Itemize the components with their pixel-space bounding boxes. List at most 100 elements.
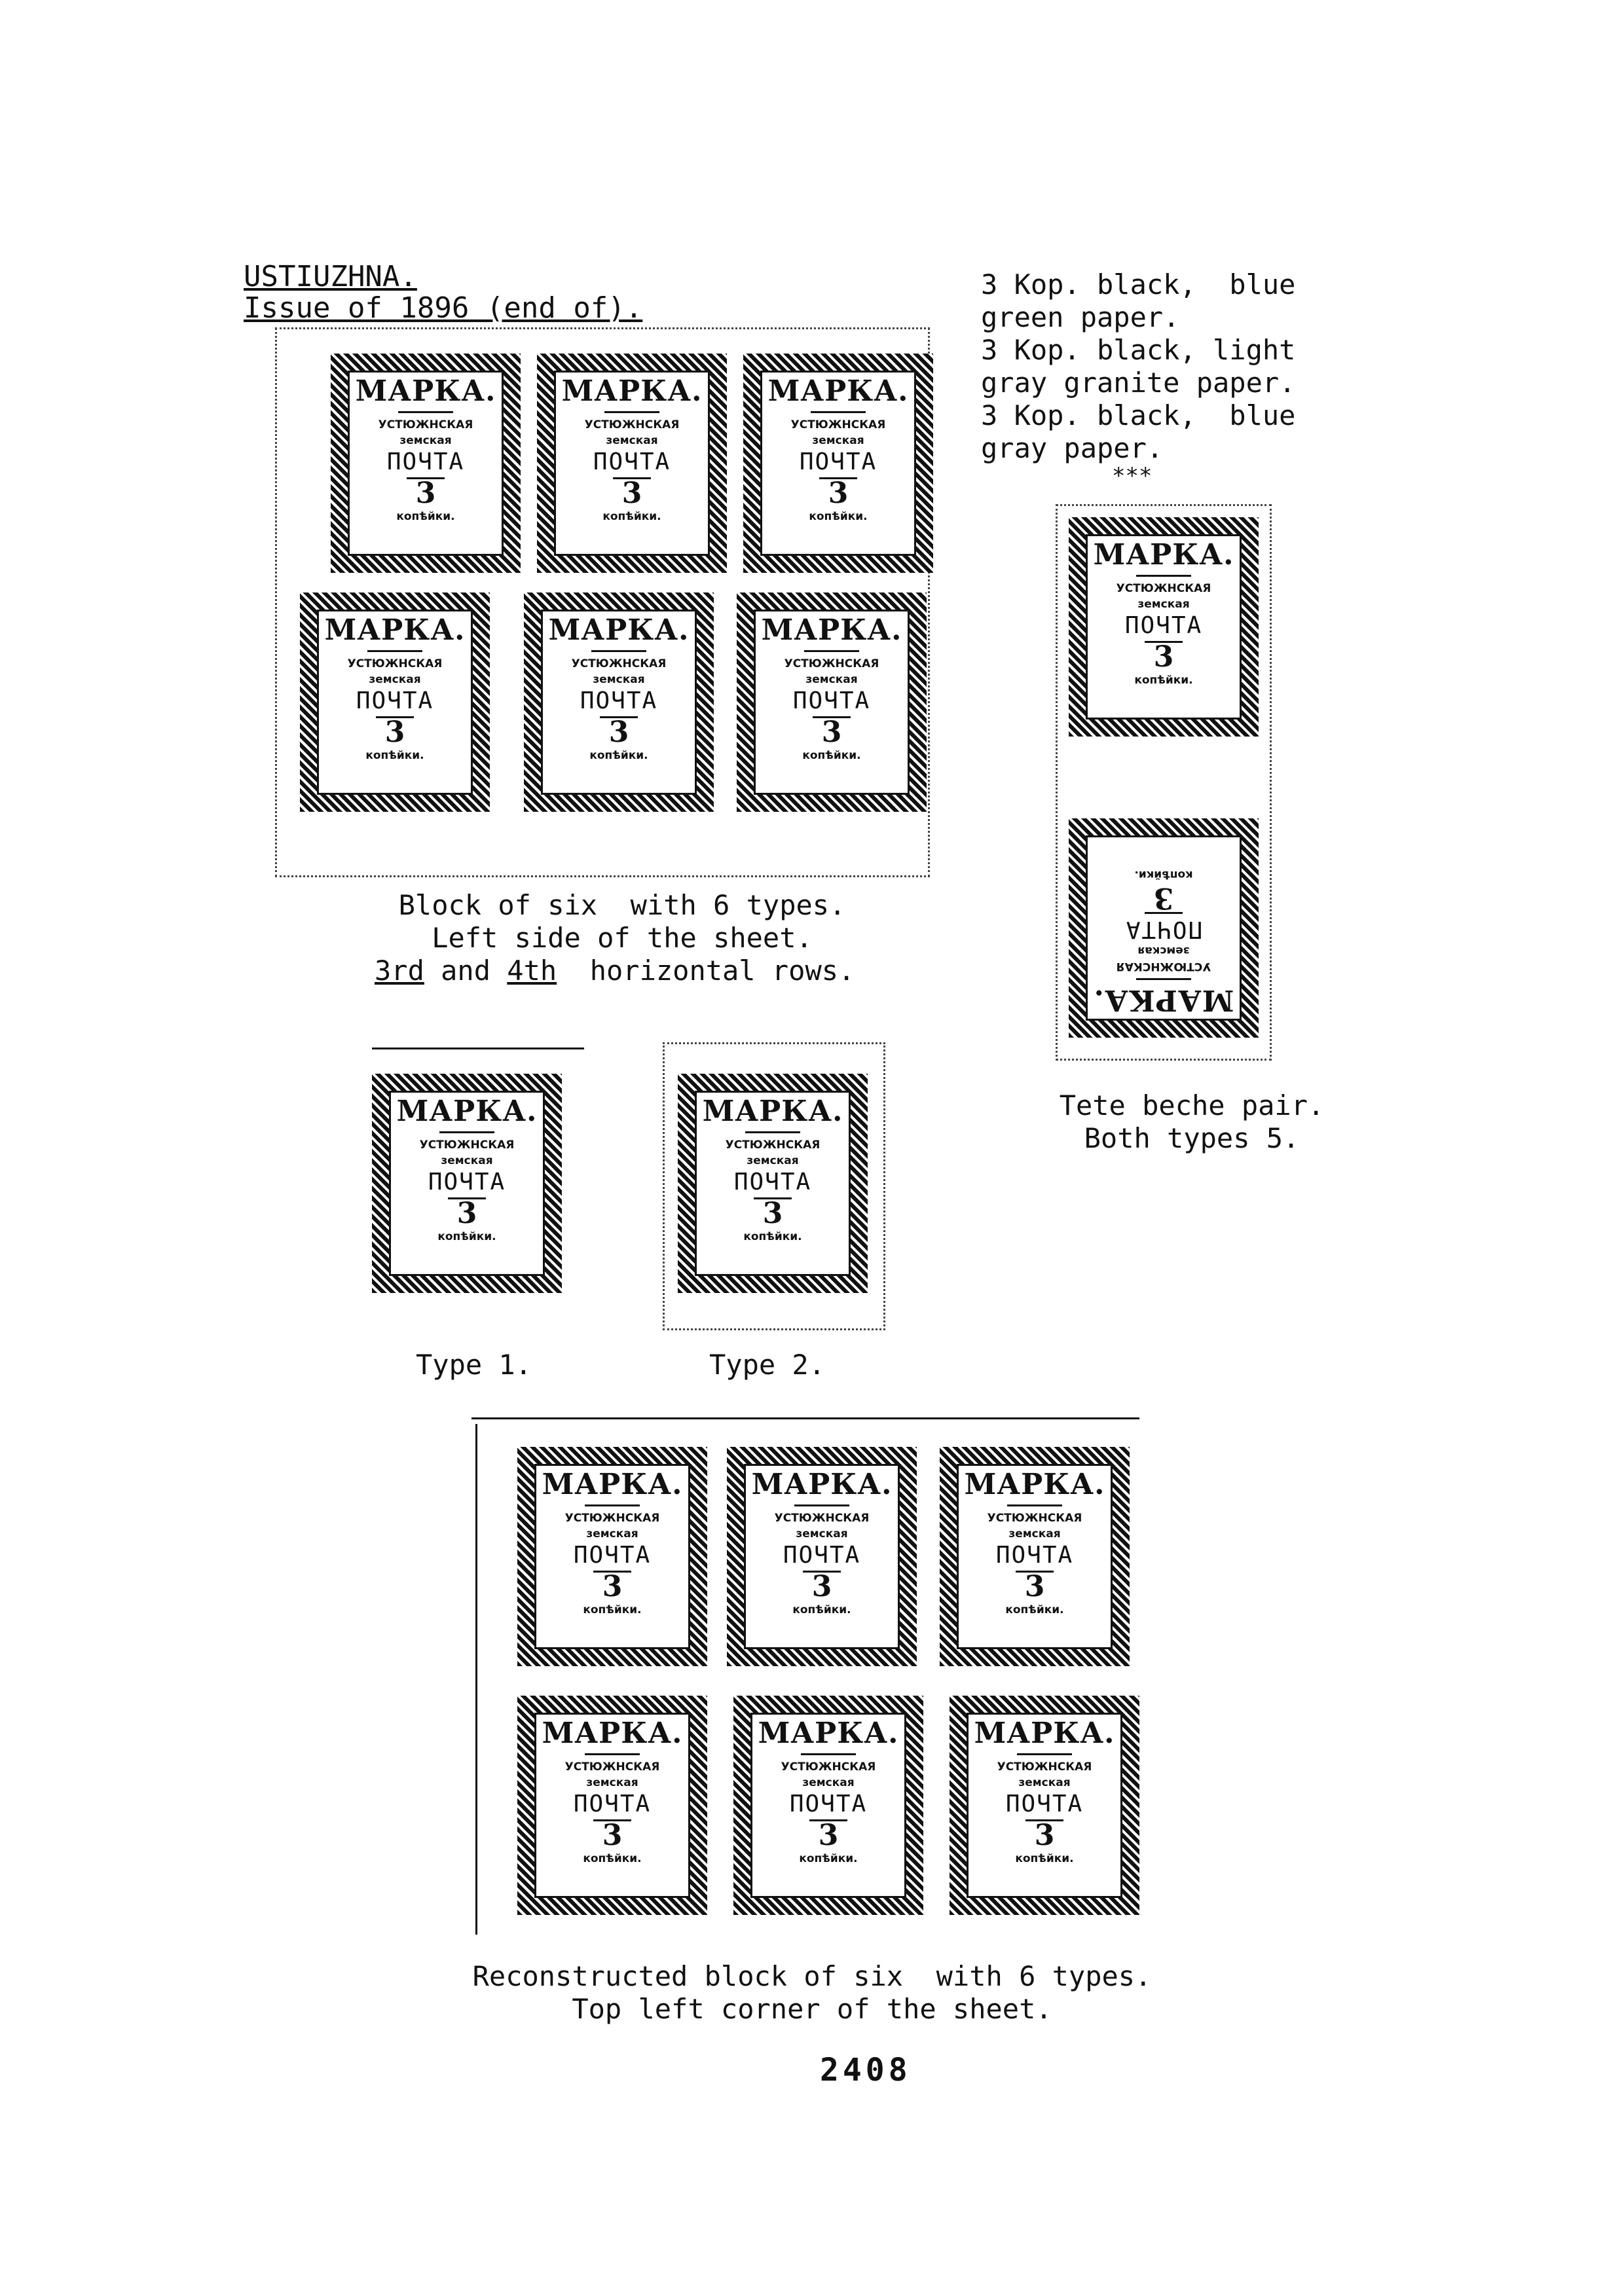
stamp-pochta: ПОЧТА: [573, 1791, 652, 1817]
stamp-marka: МАРКА.: [702, 1095, 843, 1128]
stamp-ornamental-frame: [537, 354, 727, 573]
stamp-pochta: ПОЧТА: [573, 1542, 652, 1569]
stamp-rule: [367, 650, 422, 652]
stamp-rule: [1007, 1504, 1062, 1506]
stamp-town: УСТЮЖНСКАЯ: [571, 657, 667, 670]
stamp-marka: МАРКА.: [761, 613, 902, 647]
stamp-rule: [811, 411, 866, 413]
stamp-rule: [591, 650, 646, 652]
reconstructed-caption: Top left corner of the sheet.: [572, 1993, 1052, 2025]
stamp-pochta: ПОЧТА: [789, 1791, 868, 1817]
variety-line: gray granite paper.: [981, 367, 1296, 399]
stamp-zemstvo: земская: [606, 434, 658, 447]
stamp-inner-frame: [760, 371, 916, 556]
row-ordinal: 4th: [507, 955, 557, 987]
reconstructed-top-edge: [471, 1417, 1139, 1419]
page-number: 2408: [820, 2052, 912, 2088]
stamp-town: УСТЮЖНСКАЯ: [784, 657, 879, 670]
stamp-inner-frame: [957, 1464, 1113, 1649]
stamp-pochta: ПОЧТА: [1124, 612, 1203, 639]
stamp-pochta: ПОЧТА: [733, 1169, 812, 1195]
stamp-kopeks: копѣйки.: [589, 749, 648, 762]
stamp-value: 3: [375, 716, 415, 747]
stamp-ornamental-frame: [733, 1696, 923, 1915]
stamp-marka: МАРКА.: [964, 1468, 1105, 1501]
varieties-list: 3 Kop. black, blue green paper. 3 Kop. b…: [981, 268, 1295, 487]
stamp-ornamental-frame: [1069, 517, 1259, 737]
stamp-ornamental-frame: [331, 354, 521, 573]
stamp-marka: МАРКА.: [751, 1468, 893, 1501]
stamp-rule: [745, 1131, 800, 1133]
stamp-town: УСТЮЖНСКАЯ: [1116, 960, 1211, 973]
stamp-town: УСТЮЖНСКАЯ: [564, 1512, 660, 1525]
stamp-rule: [1136, 575, 1191, 577]
stamp-inner-frame: [750, 1713, 906, 1898]
block-of-six-sheet-edge: [275, 327, 930, 877]
stamp-pochta: ПОЧТА: [792, 687, 871, 714]
stamp-ornamental-frame: [300, 592, 490, 812]
stamp-kopeks: копѣйки.: [792, 1603, 851, 1616]
stamp-inner-frame: [348, 371, 504, 556]
page-title: USTIUZHNA.: [244, 260, 417, 293]
stamp-value: 3: [1144, 881, 1183, 915]
stamp-zemstvo: земская: [1137, 944, 1190, 957]
stamp-inner-frame: [317, 610, 473, 795]
stamp-value: 3: [1015, 1571, 1054, 1601]
stamp-value: 3: [612, 477, 652, 508]
stamp-kopeks: копѣйки.: [396, 510, 455, 523]
stamp-town: УСТЮЖНСКАЯ: [987, 1512, 1082, 1525]
stamp-marka: МАРКА.: [758, 1717, 899, 1750]
stamp-ornamental-frame: [517, 1447, 707, 1666]
stamp-kopeks: копѣйки.: [809, 510, 868, 523]
stamp-rule: [585, 1504, 640, 1506]
reconstructed-caption: Reconstructed block of six with 6 types.: [472, 1960, 1152, 1992]
reconstructed-left-edge: [475, 1424, 477, 1935]
stamp-value: 3: [593, 1819, 632, 1850]
block-of-six-caption: 3rd and 4th horizontal rows.: [375, 955, 855, 987]
stamp-value: 3: [1144, 641, 1183, 672]
stamp-inner-frame: [967, 1713, 1122, 1898]
stamp-town: УСТЮЖНСКАЯ: [725, 1139, 821, 1152]
stamp-zemstvo: земская: [747, 1154, 799, 1167]
stamp-kopeks: копѣйки.: [602, 510, 661, 523]
stamp-value: 3: [406, 477, 445, 508]
stamp-inner-frame: [744, 1464, 900, 1649]
stamp-kopeks: копѣйки.: [1015, 1852, 1074, 1865]
stamp-marka: МАРКА.: [1093, 983, 1234, 1017]
stamp-pochta: ПОЧТА: [580, 687, 658, 714]
variety-line: 3 Kop. black, blue: [981, 268, 1296, 301]
stamp-ornamental-frame: [743, 354, 933, 573]
stamp-kopeks: копѣйки.: [583, 1852, 642, 1865]
stamp-ornamental-frame: [1069, 818, 1259, 1038]
stamp-value: 3: [802, 1571, 841, 1601]
stamp-zemstvo: земская: [369, 673, 421, 686]
stamp-inner-frame: [1086, 835, 1242, 1021]
stamp-zemstvo: земская: [399, 434, 452, 447]
stamp-town: УСТЮЖНСКАЯ: [564, 1760, 660, 1774]
stamp-marka: МАРКА.: [396, 1095, 538, 1128]
stamp-kopeks: копѣйки.: [743, 1230, 802, 1243]
stamp-pochta: ПОЧТА: [1124, 916, 1203, 943]
stamp-town: УСТЮЖНСКАЯ: [584, 418, 680, 431]
stamp-rule: [801, 1753, 856, 1755]
stamp-zemstvo: земская: [805, 673, 858, 686]
stamp-marka: МАРКА.: [974, 1717, 1115, 1750]
row-ordinal: 3rd: [375, 955, 424, 987]
stamp-rule: [604, 411, 659, 413]
